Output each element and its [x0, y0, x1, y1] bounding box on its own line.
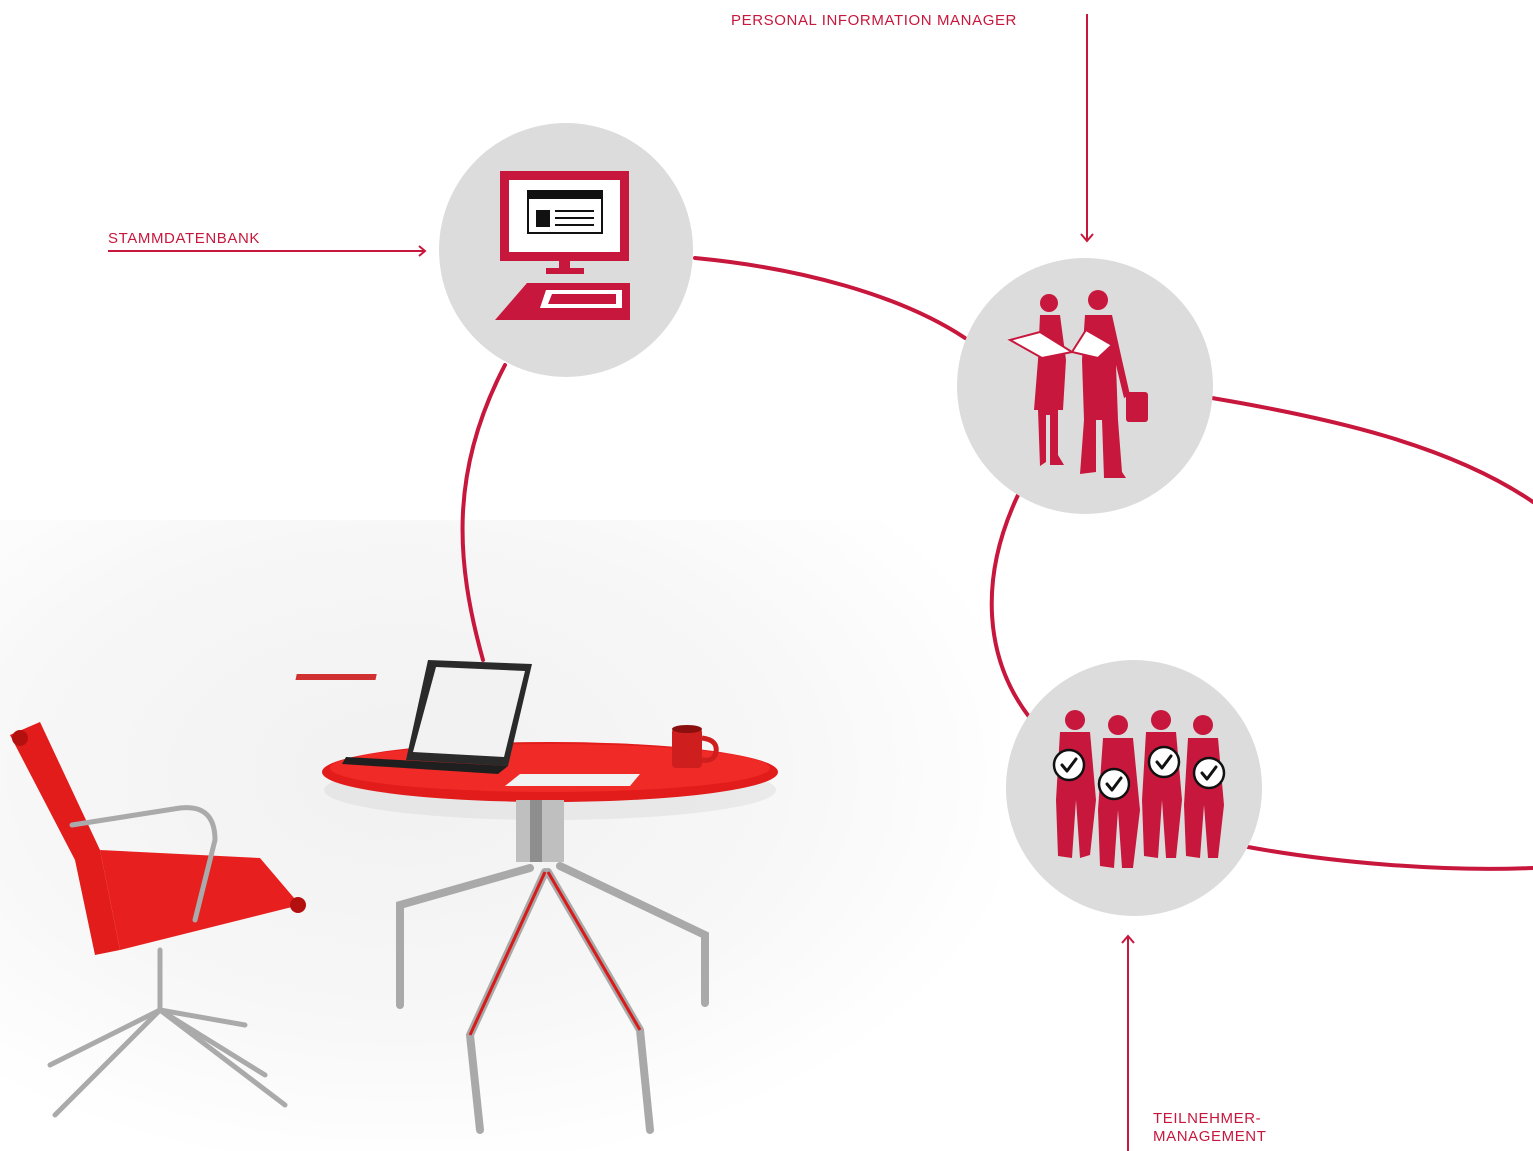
arrow-head-icon: [1121, 934, 1135, 944]
office-photo-background: [0, 520, 1000, 1151]
group-checkmarks-icon: [1052, 710, 1226, 868]
business-couple-icon: [1007, 290, 1148, 478]
stammdatenbank-label: STAMMDATENBANK: [108, 230, 261, 247]
connector-line: [1210, 396, 1533, 504]
connector-line: [989, 493, 1032, 720]
red-table-illustration: [322, 742, 778, 1134]
teilnehmer-label-line2: MANAGEMENT: [1153, 1128, 1267, 1145]
connector-line: [693, 256, 967, 340]
red-mug-illustration: [672, 725, 719, 768]
teilnehmer-label-line1: TEILNEHMER-: [1153, 1110, 1262, 1127]
connector-line: [1246, 845, 1533, 871]
computer-monitor-icon: [495, 171, 630, 320]
laptop-illustration: [295, 660, 532, 774]
connector-lines: [460, 256, 1533, 871]
arrow-head-icon: [1080, 233, 1094, 243]
pim-label: PERSONAL INFORMATION MANAGER: [731, 12, 1017, 29]
teilnehmer-management-label: TEILNEHMER- MANAGEMENT: [1153, 1110, 1267, 1146]
arrow-head-icon: [418, 245, 427, 257]
red-chair-illustration: [10, 722, 306, 1118]
connector-line: [460, 363, 507, 662]
